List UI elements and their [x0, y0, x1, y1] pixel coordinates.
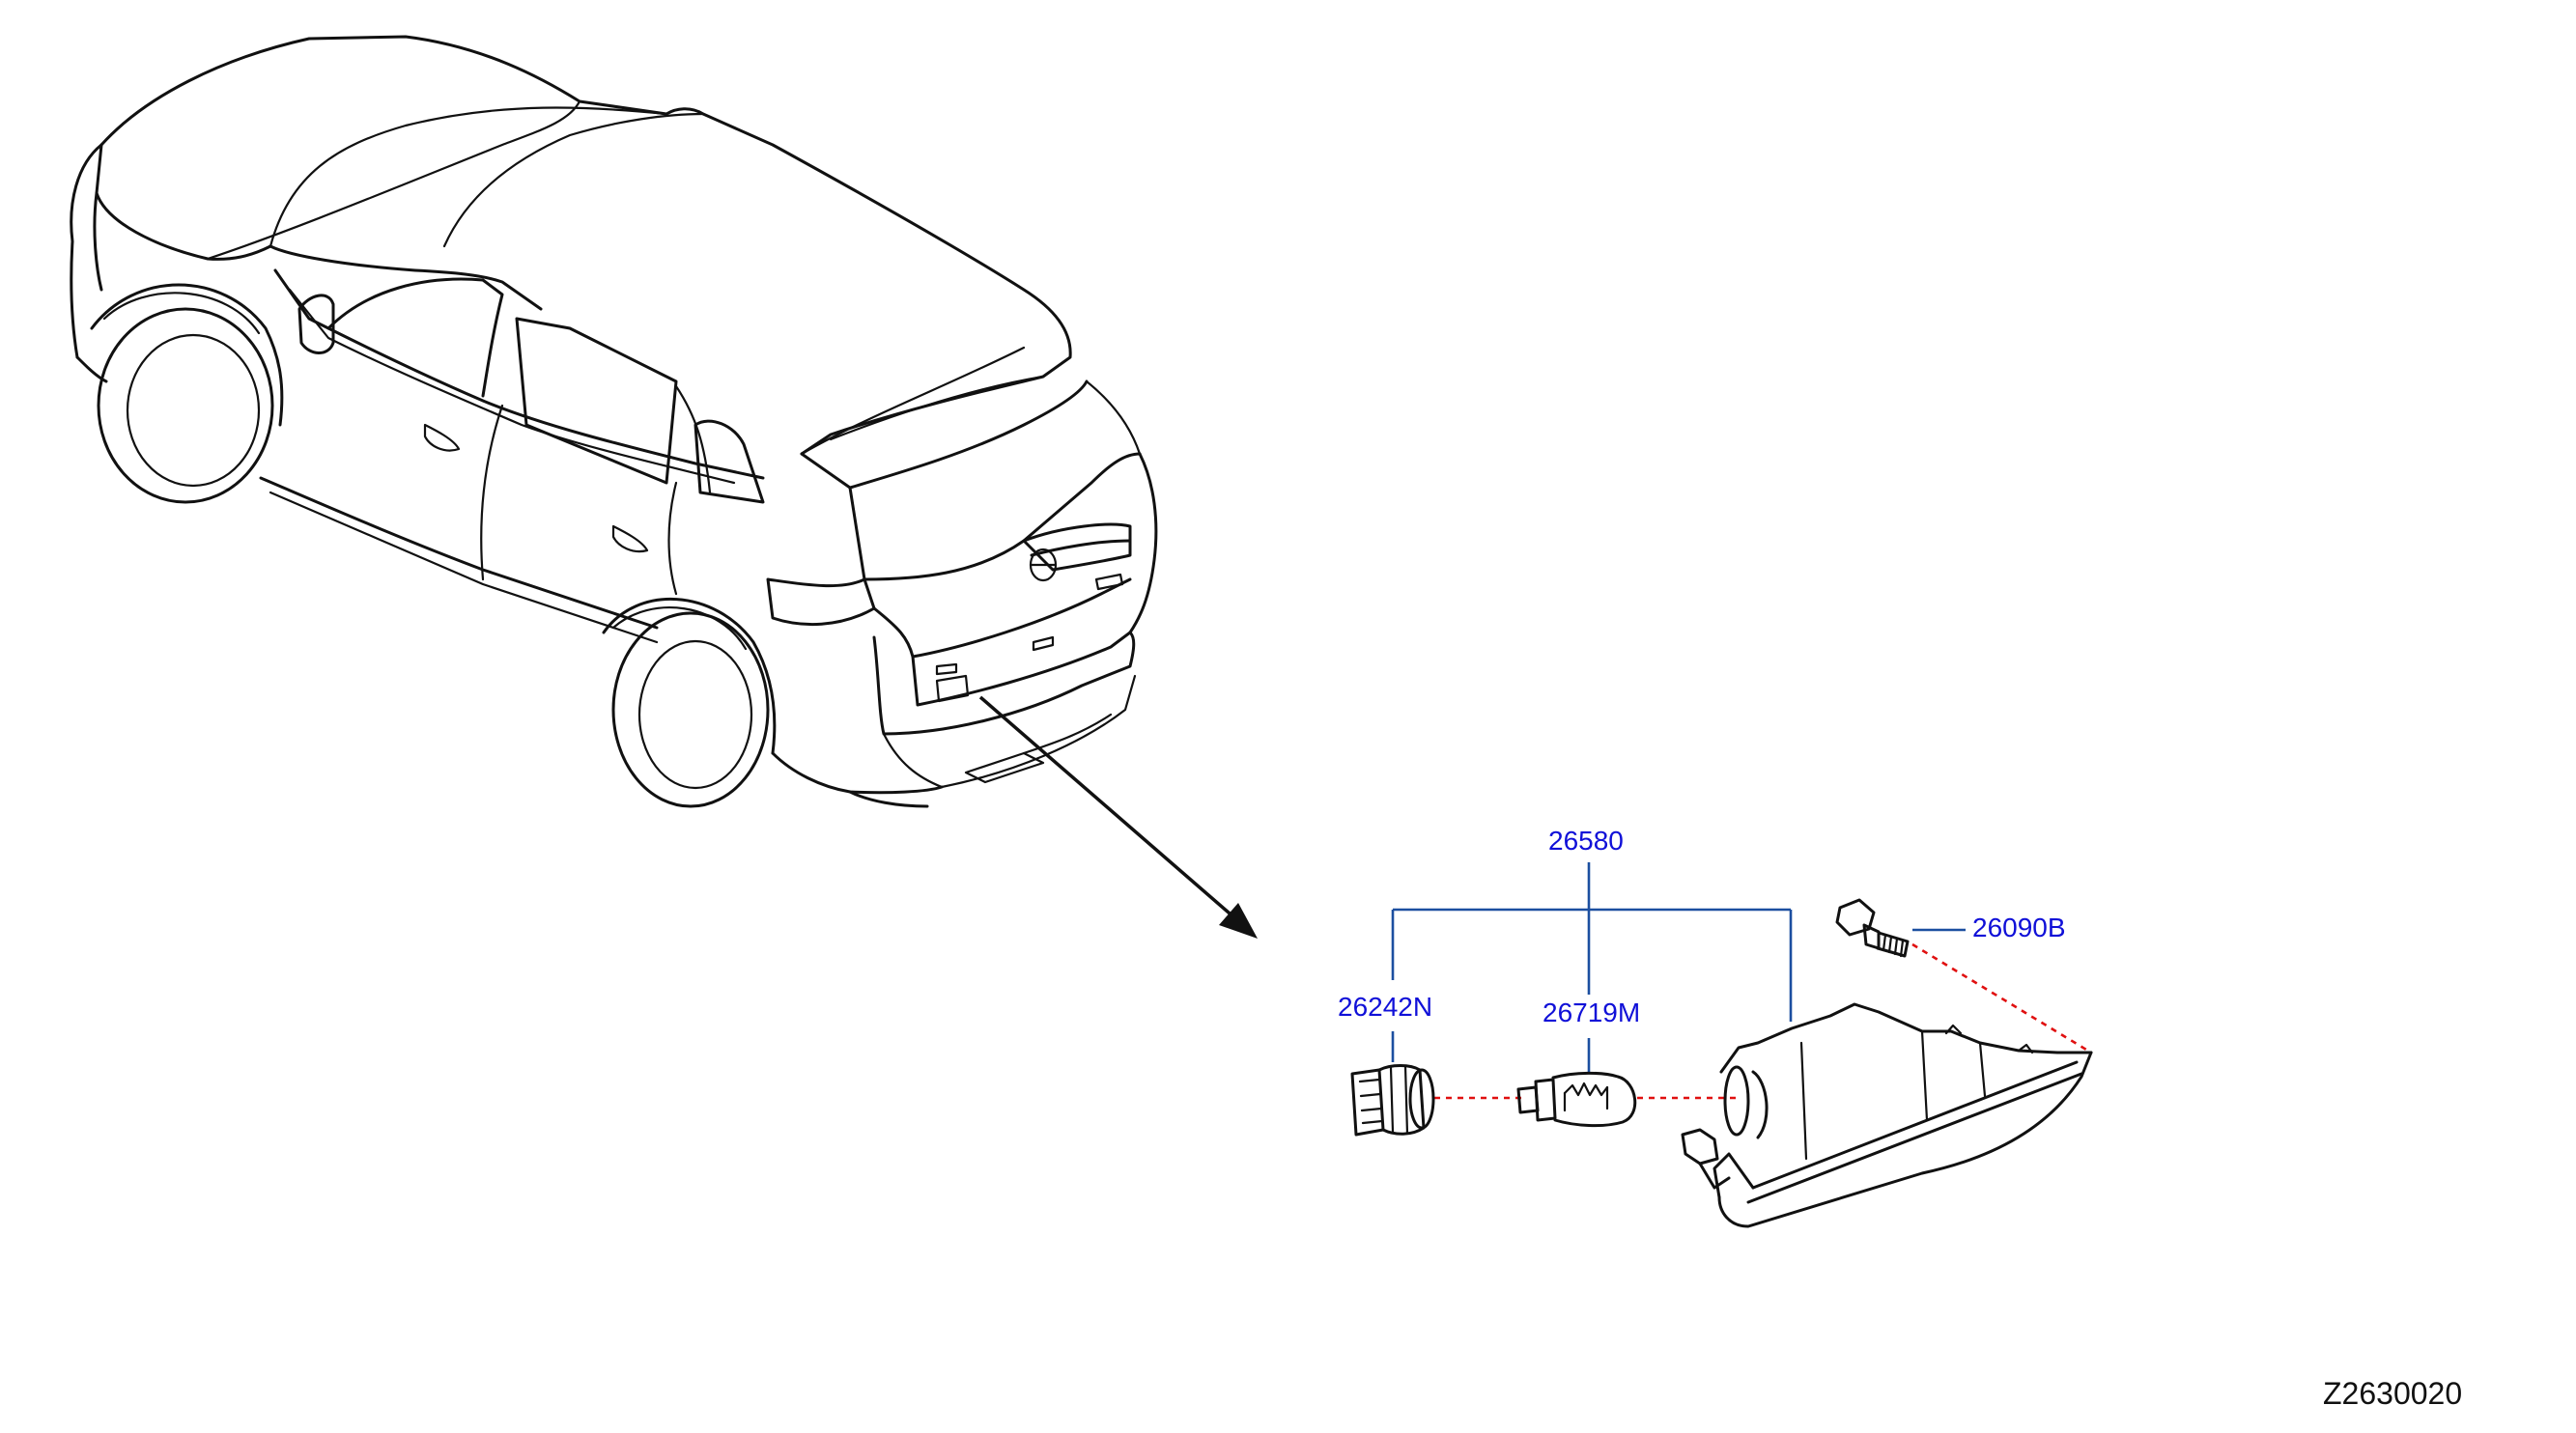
screw-to-lamp-dash: [1911, 942, 2092, 1054]
socket-part: [1350, 1064, 1435, 1137]
location-arrow: [978, 695, 1258, 939]
screw-label: 26090B: [1972, 913, 2066, 942]
assembly-leader: [1391, 862, 1793, 1022]
socket-label: 26242N: [1338, 992, 1432, 1022]
bulb-label: 26719M: [1543, 997, 1640, 1027]
lamp-assembly-part: [1681, 1002, 2093, 1228]
diagram-code: Z2630020: [2323, 1376, 2462, 1411]
bulb-part: [1516, 1071, 1637, 1128]
vehicle-illustration: [70, 35, 1158, 808]
screw-part: [1835, 898, 1910, 958]
assembly-label: 26580: [1548, 826, 1624, 856]
